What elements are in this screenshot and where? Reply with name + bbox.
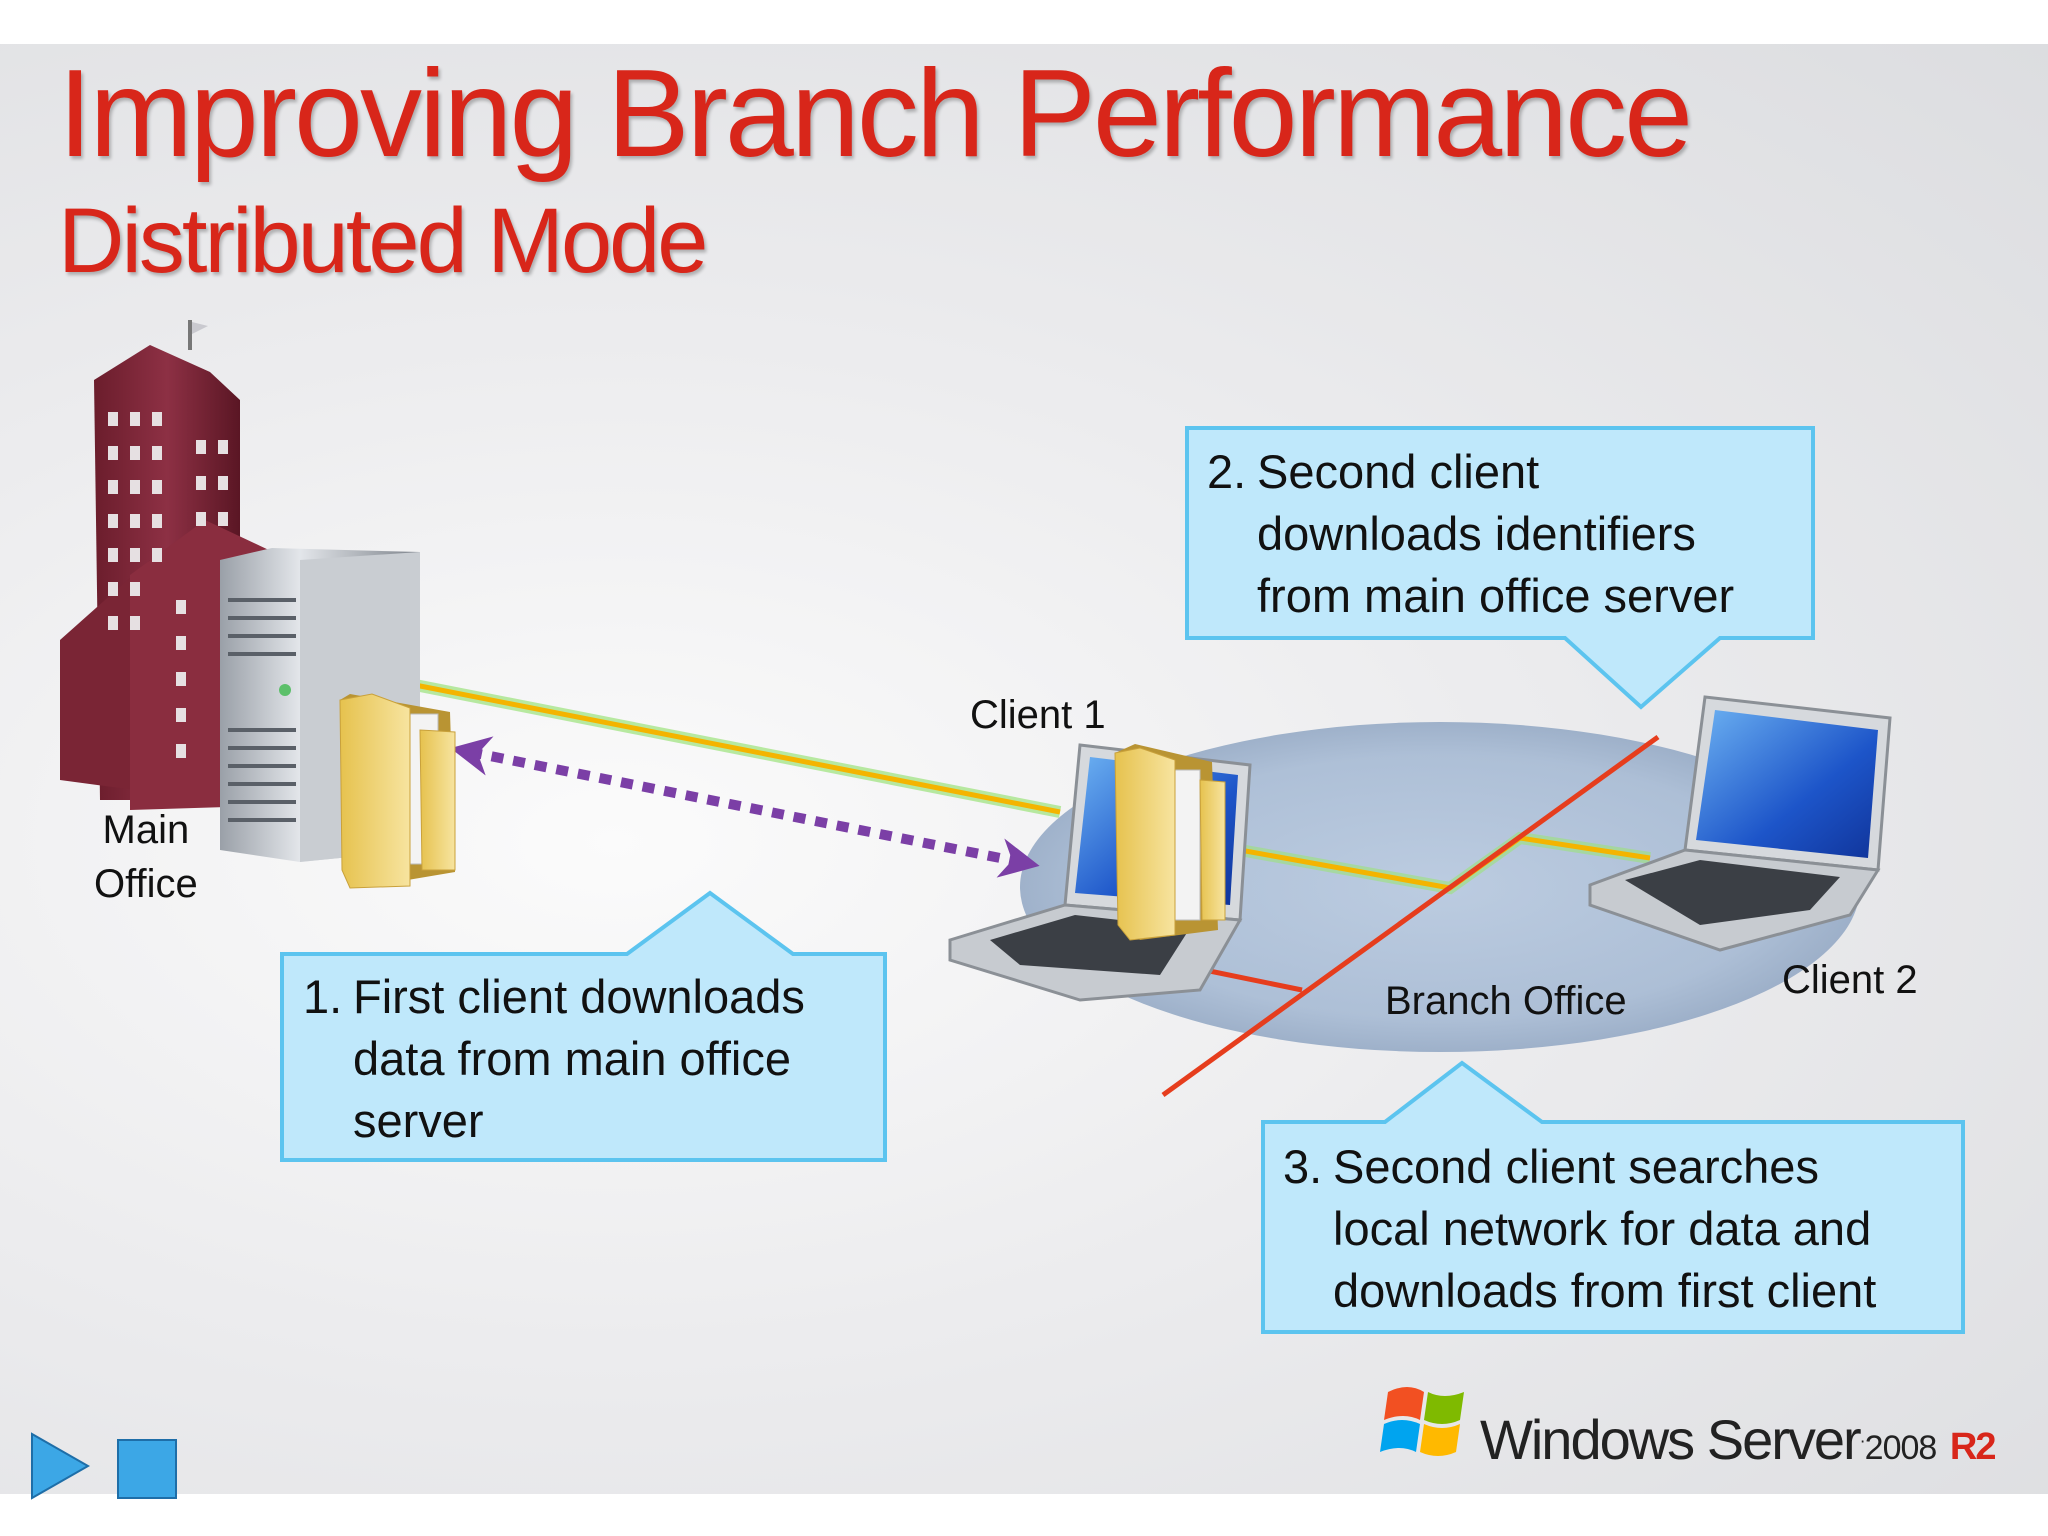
callout-3: 3.Second client searches local network f…	[1283, 1140, 1877, 1317]
callout-3-shape	[1261, 1060, 1965, 1334]
callout-1-shape	[280, 890, 887, 1162]
client2-label: Client 2	[1782, 958, 1918, 1002]
slide-title: Improving Branch Performance	[58, 45, 1693, 183]
client2-laptop-icon	[1588, 695, 1892, 952]
callout-2: 2.Second client downloads identifiers fr…	[1207, 445, 1735, 622]
client1-laptop-icon	[948, 743, 1252, 1002]
logo-edition: R2	[1949, 1426, 1997, 1468]
main-office-label: Main Office	[94, 808, 198, 906]
windows-server-logo: Windows Server·2008 R2	[1480, 1407, 1997, 1472]
transfer-arrow	[450, 736, 1040, 878]
callout-1: 1.First client downloads data from main …	[303, 970, 805, 1147]
play-icon[interactable]	[31, 1432, 91, 1500]
callout-2-shape	[1185, 426, 1815, 710]
windows-flag-icon	[1380, 1387, 1464, 1456]
data-folder-icon	[339, 693, 456, 889]
client1-label: Client 1	[970, 693, 1106, 737]
logo-version: ·2008	[1859, 1429, 1938, 1467]
logo-brand: Windows Server	[1480, 1408, 1862, 1471]
slide-subtitle: Distributed Mode	[58, 190, 708, 292]
branch-office-label: Branch Office	[1385, 979, 1627, 1023]
stop-icon[interactable]	[117, 1439, 177, 1499]
